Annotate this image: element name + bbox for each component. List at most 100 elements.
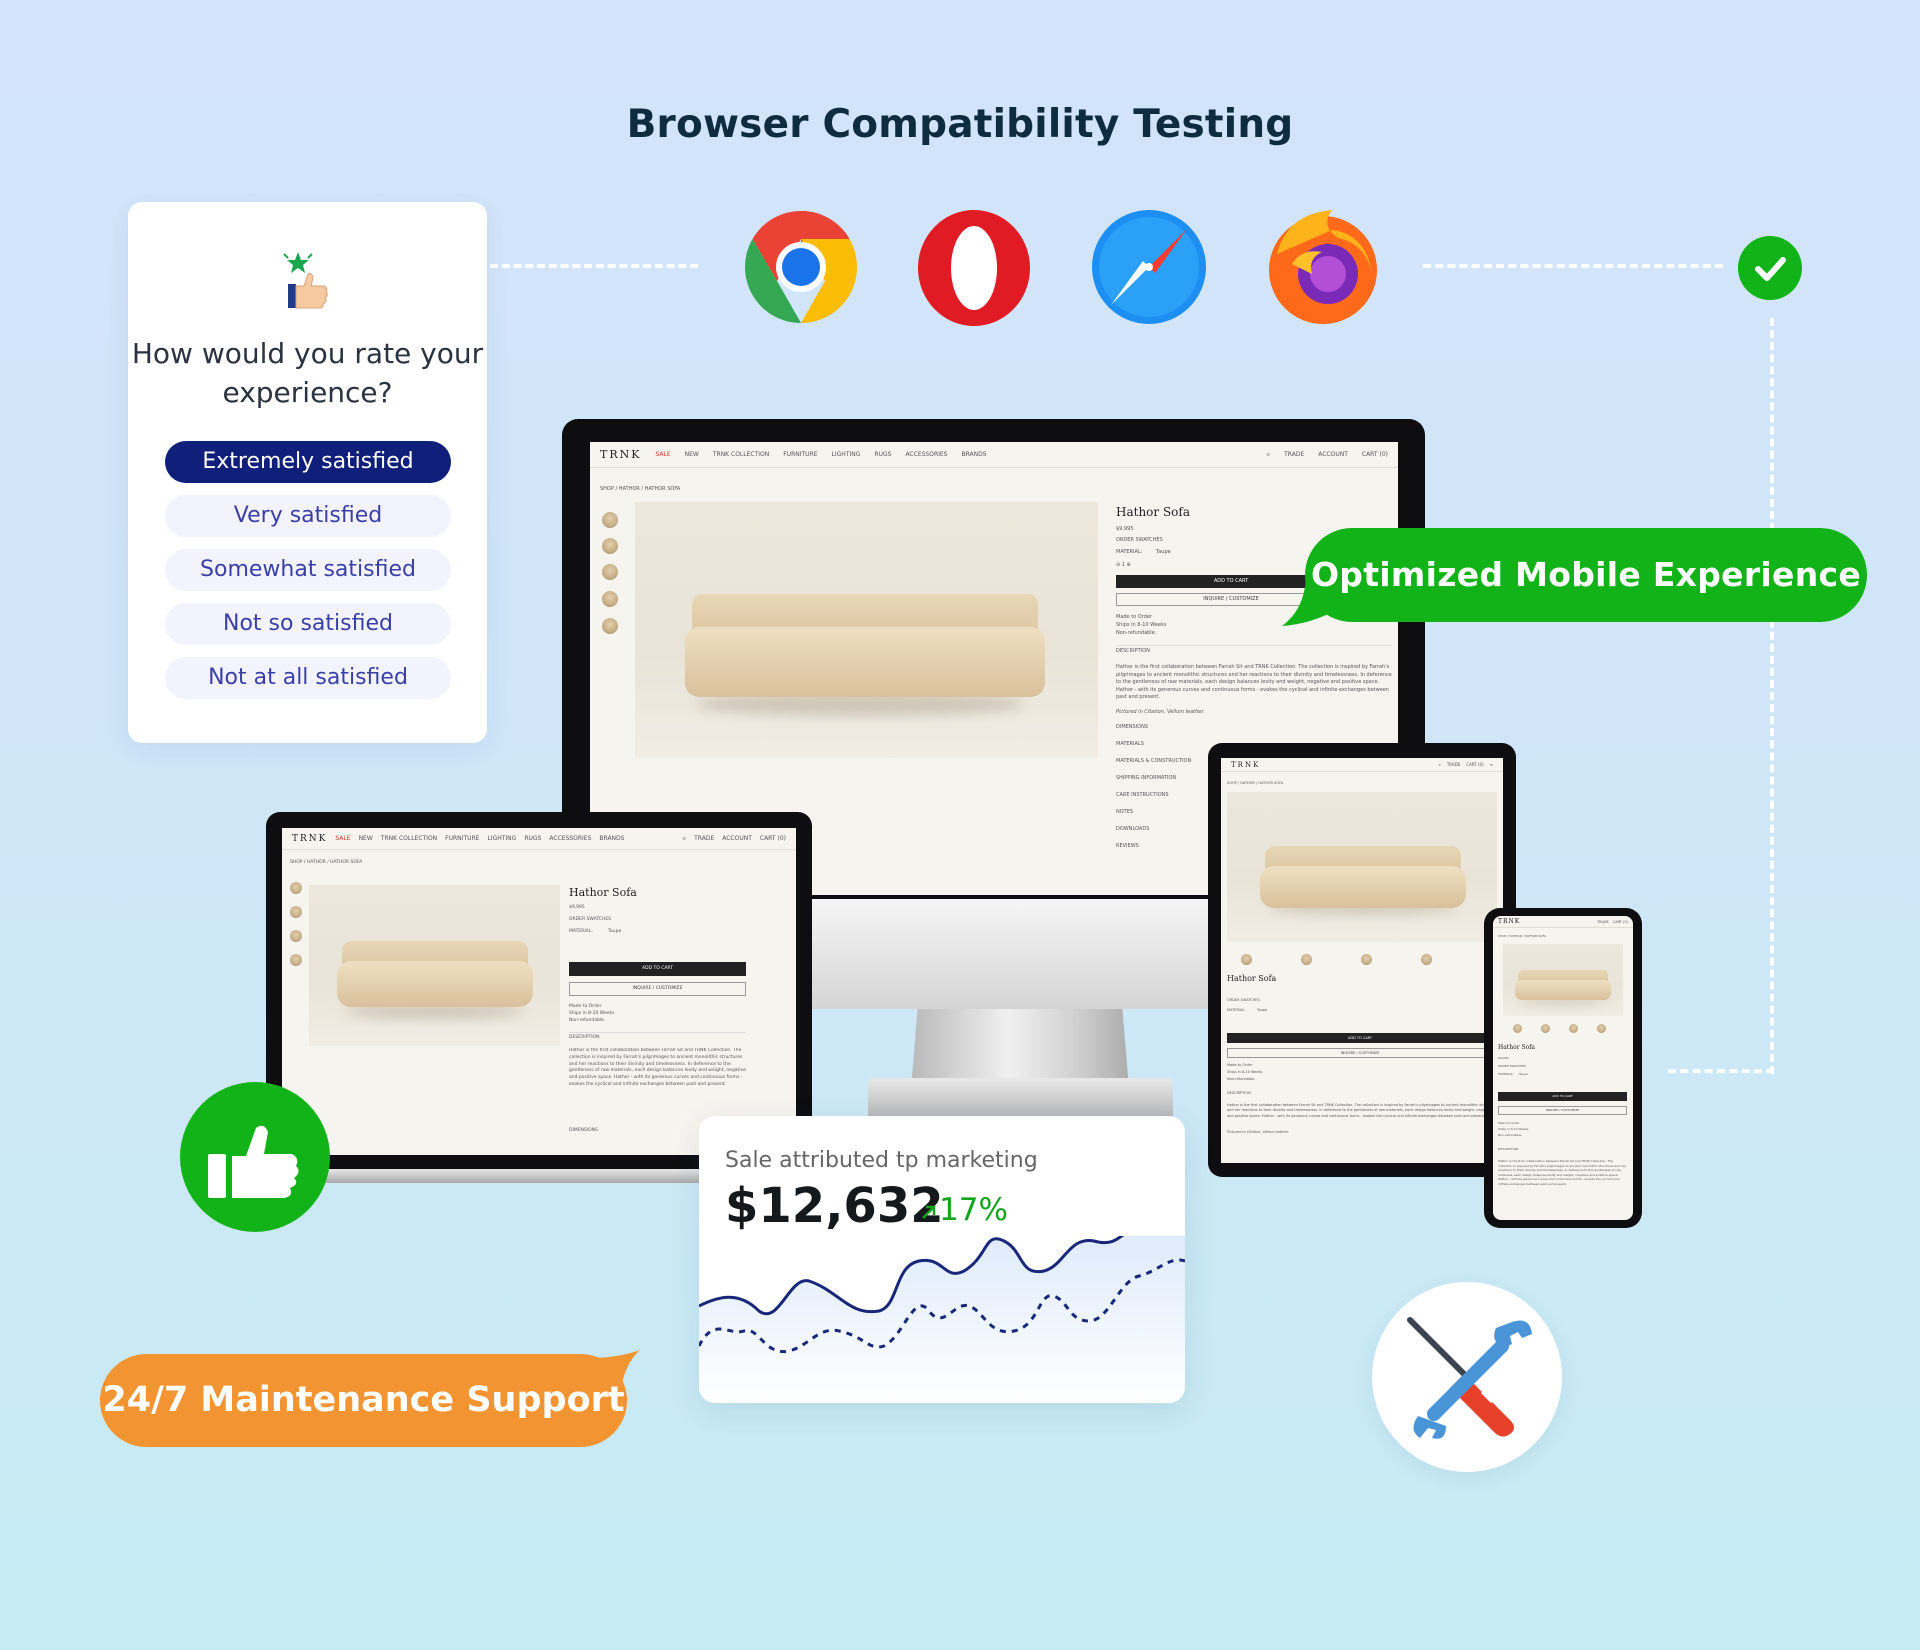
option-very-satisfied[interactable]: Very satisfied [165,495,451,537]
nav-new[interactable]: NEW [684,451,699,458]
opera-icon[interactable] [916,210,1032,326]
nav-cart[interactable]: CART (0) [759,835,786,842]
inquire-button[interactable]: INQUIRE / CUSTOMIZE [1227,1048,1493,1058]
nav-brands[interactable]: BRANDS [961,451,987,458]
section-downloads[interactable]: DOWNLOADS [1116,826,1150,832]
check-icon [1755,257,1786,281]
nav-new[interactable]: NEW [358,835,373,842]
option-somewhat-satisfied[interactable]: Somewhat satisfied [165,549,451,591]
nav-trade[interactable]: TRADE [1446,762,1461,767]
add-to-cart-button[interactable]: ADD TO CART [569,962,746,976]
laptop-screen: TRNK SALE NEW TRNK COLLECTION FURNITURE … [282,828,796,1155]
option-extremely-satisfied[interactable]: Extremely satisfied [165,441,451,483]
order-swatches-link[interactable]: ORDER SWATCHES [1227,998,1260,1002]
option-not-at-all-satisfied[interactable]: Not at all satisfied [165,657,451,699]
nav-accessories[interactable]: ACCESSORIES [905,451,948,458]
section-shipping[interactable]: SHIPPING INFORMATION [1116,775,1177,781]
gallery-thumb[interactable] [1569,1024,1578,1033]
nav-lighting[interactable]: LIGHTING [831,451,861,458]
store-logo[interactable]: TRNK [1498,918,1521,925]
gallery-thumb[interactable] [602,591,618,607]
order-swatches-link[interactable]: ORDER SWATCHES [569,917,612,922]
sales-label: Sale attributed tp marketing [725,1148,1038,1173]
gallery-thumb[interactable] [1361,954,1372,965]
material-value[interactable]: Taupe [1156,549,1171,555]
gallery-thumb[interactable] [602,618,618,634]
gallery-thumb[interactable] [1301,954,1312,965]
quantity-stepper[interactable]: ⊖ 1 ⊕ [1116,562,1131,568]
breadcrumb: SHOP / HATHOR / HATHOR SOFA [1498,934,1547,938]
menu-icon[interactable]: ≡ [1489,762,1493,767]
section-reviews[interactable]: REVIEWS [1116,843,1139,849]
nav-cart[interactable]: CART (0) [1612,919,1628,924]
search-icon[interactable]: ⌕ [1438,762,1441,767]
gallery-thumb[interactable] [1421,954,1432,965]
nav-furniture[interactable]: FURNITURE [783,451,818,458]
gallery-thumb[interactable] [1241,954,1252,965]
material-label: MATERIAL: [1498,1072,1514,1076]
gallery-thumb[interactable] [1597,1024,1606,1033]
gallery-thumb[interactable] [602,512,618,528]
gallery-thumb[interactable] [1541,1024,1550,1033]
nav-cart[interactable]: CART (0) [1361,451,1388,458]
section-materials[interactable]: MATERIALS [1116,741,1144,747]
gallery-thumb[interactable] [290,930,302,942]
safari-icon[interactable] [1091,209,1207,325]
store-logo[interactable]: TRNK [292,833,328,844]
section-notes[interactable]: NOTES [1116,809,1134,815]
inquire-button[interactable]: INQUIRE / CUSTOMIZE [569,982,746,996]
material-value[interactable]: Taupe [608,929,622,934]
nav-rugs[interactable]: RUGS [524,835,542,842]
section-dimensions[interactable]: DIMENSIONS [1116,724,1149,730]
survey-question: How would you rate your experience? [131,337,484,409]
description-label[interactable]: DESCRIPTION [569,1035,600,1040]
option-not-so-satisfied[interactable]: Not so satisfied [165,603,451,645]
firefox-icon[interactable] [1262,204,1384,326]
made-to-order: Made to Order [569,1004,602,1009]
nav-trnk-collection[interactable]: TRNK COLLECTION [712,451,770,458]
description-label[interactable]: DESCRIPTION [1498,1147,1519,1151]
nav-rugs[interactable]: RUGS [874,451,892,458]
search-icon[interactable]: ⌕ [1266,450,1271,458]
nav-sale[interactable]: SALE [335,835,351,842]
nav-cart[interactable]: CART (0) [1466,762,1484,767]
gallery-thumb[interactable] [602,538,618,554]
nav-accessories[interactable]: ACCESSORIES [549,835,592,842]
add-to-cart-button[interactable]: ADD TO CART [1116,575,1346,588]
ships-info: Ships in 8-10 Weeks [569,1011,615,1016]
material-value[interactable]: Taupe [1519,1072,1528,1076]
nav-account[interactable]: ACCOUNT [722,835,752,842]
store-logo[interactable]: TRNK [1231,760,1261,769]
add-to-cart-button[interactable]: ADD TO CART [1498,1092,1627,1101]
material-value[interactable]: Taupe [1257,1008,1268,1012]
chrome-icon[interactable] [743,209,859,325]
add-to-cart-button[interactable]: ADD TO CART [1227,1033,1493,1043]
nav-furniture[interactable]: FURNITURE [445,835,480,842]
order-swatches-link[interactable]: ORDER SWATCHES [1498,1064,1527,1068]
store-logo[interactable]: TRNK [600,448,642,461]
section-care[interactable]: CARE INSTRUCTIONS [1116,792,1169,798]
nav-trnk-collection[interactable]: TRNK COLLECTION [380,835,438,842]
gallery-thumb[interactable] [290,954,302,966]
section-construction[interactable]: MATERIALS & CONSTRUCTION [1116,758,1192,764]
order-swatches-link[interactable]: ORDER SWATCHES [1116,537,1163,543]
phone-screen: TRNK TRADE CART (0) SHOP / HATHOR / HATH… [1493,916,1633,1220]
nav-trade[interactable]: TRADE [694,835,715,842]
sales-change-value: 17% [939,1192,1008,1228]
nav-account[interactable]: ACCOUNT [1318,451,1348,458]
search-icon[interactable]: ⌕ [682,834,687,842]
gallery-thumb[interactable] [290,906,302,918]
nav-sale[interactable]: SALE [655,451,671,458]
phone: TRNK TRADE CART (0) SHOP / HATHOR / HATH… [1484,908,1642,1228]
description-label[interactable]: DESCRIPTION [1227,1091,1251,1095]
section-dimensions[interactable]: DIMENSIONS [569,1128,598,1133]
gallery-thumb[interactable] [1513,1024,1522,1033]
nav-brands[interactable]: BRANDS [599,835,625,842]
description-label[interactable]: DESCRIPTION [1116,648,1150,654]
nav-trade[interactable]: TRADE [1284,451,1305,458]
nav-trade[interactable]: TRADE [1597,919,1609,924]
nav-lighting[interactable]: LIGHTING [487,835,517,842]
inquire-button[interactable]: INQUIRE / CUSTOMIZE [1498,1106,1627,1115]
gallery-thumb[interactable] [290,882,302,894]
gallery-thumb[interactable] [602,564,618,580]
